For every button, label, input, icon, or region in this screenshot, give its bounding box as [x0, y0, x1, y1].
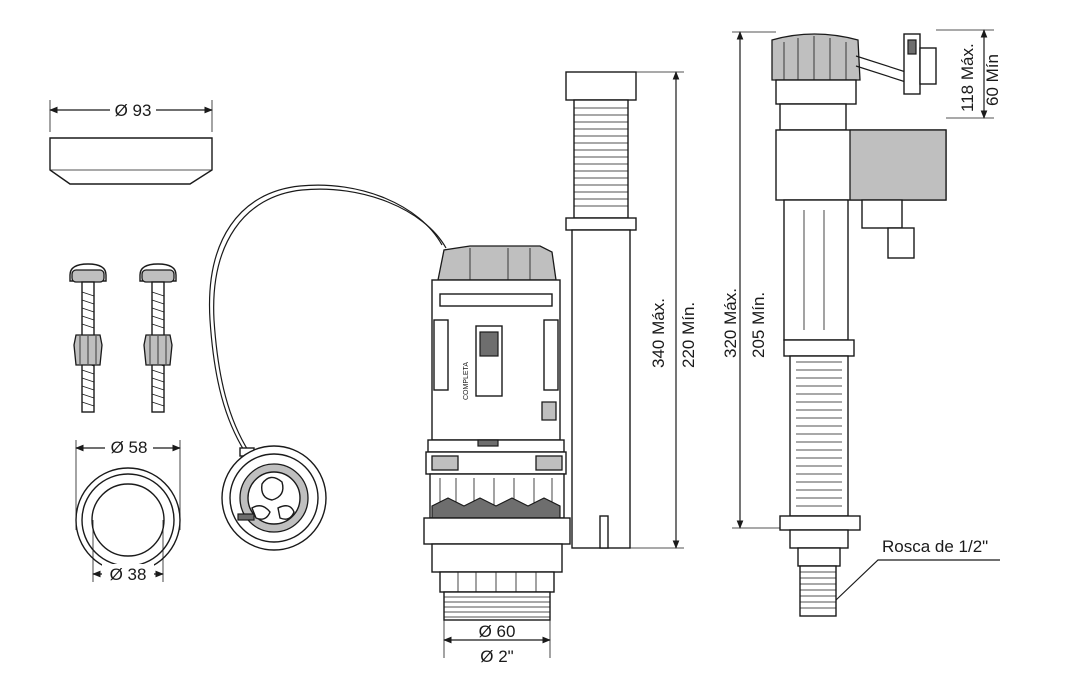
- screw-left: [69, 263, 107, 413]
- cover-part: Ø 93: [49, 98, 213, 185]
- flush-valve-part: COMPLETA Ø 60 Ø 2" 340 Máx. 220 Mín.: [423, 71, 698, 666]
- ring-part: Ø 58 Ø 38: [75, 437, 181, 584]
- arm-max-label: 118 Máx.: [958, 43, 977, 112]
- thread-label: Rosca de 1/2": [882, 537, 988, 556]
- fill-valve-part: 320 Máx. 205 Mín. 118 Máx. 60 Mín Rosca …: [721, 29, 1002, 617]
- ring-outer-diameter-label: Ø 58: [111, 438, 148, 457]
- svg-text:COMPLETA: COMPLETA: [463, 362, 470, 400]
- cover-diameter-label: Ø 93: [115, 101, 152, 120]
- ring-inner-diameter-label: Ø 38: [110, 565, 147, 584]
- push-button-part: [208, 184, 447, 551]
- screw-right: [139, 263, 177, 413]
- fill-valve-max-label: 320 Máx.: [721, 288, 740, 358]
- valve-diameter-mm-label: Ø 60: [479, 622, 516, 641]
- overflow-min-label: 220 Mín.: [679, 302, 698, 368]
- fill-valve-min-label: 205 Mín.: [749, 292, 768, 358]
- valve-diameter-in-label: Ø 2": [480, 647, 513, 666]
- overflow-max-label: 340 Máx.: [649, 298, 668, 368]
- arm-min-label: 60 Mín: [983, 54, 1002, 106]
